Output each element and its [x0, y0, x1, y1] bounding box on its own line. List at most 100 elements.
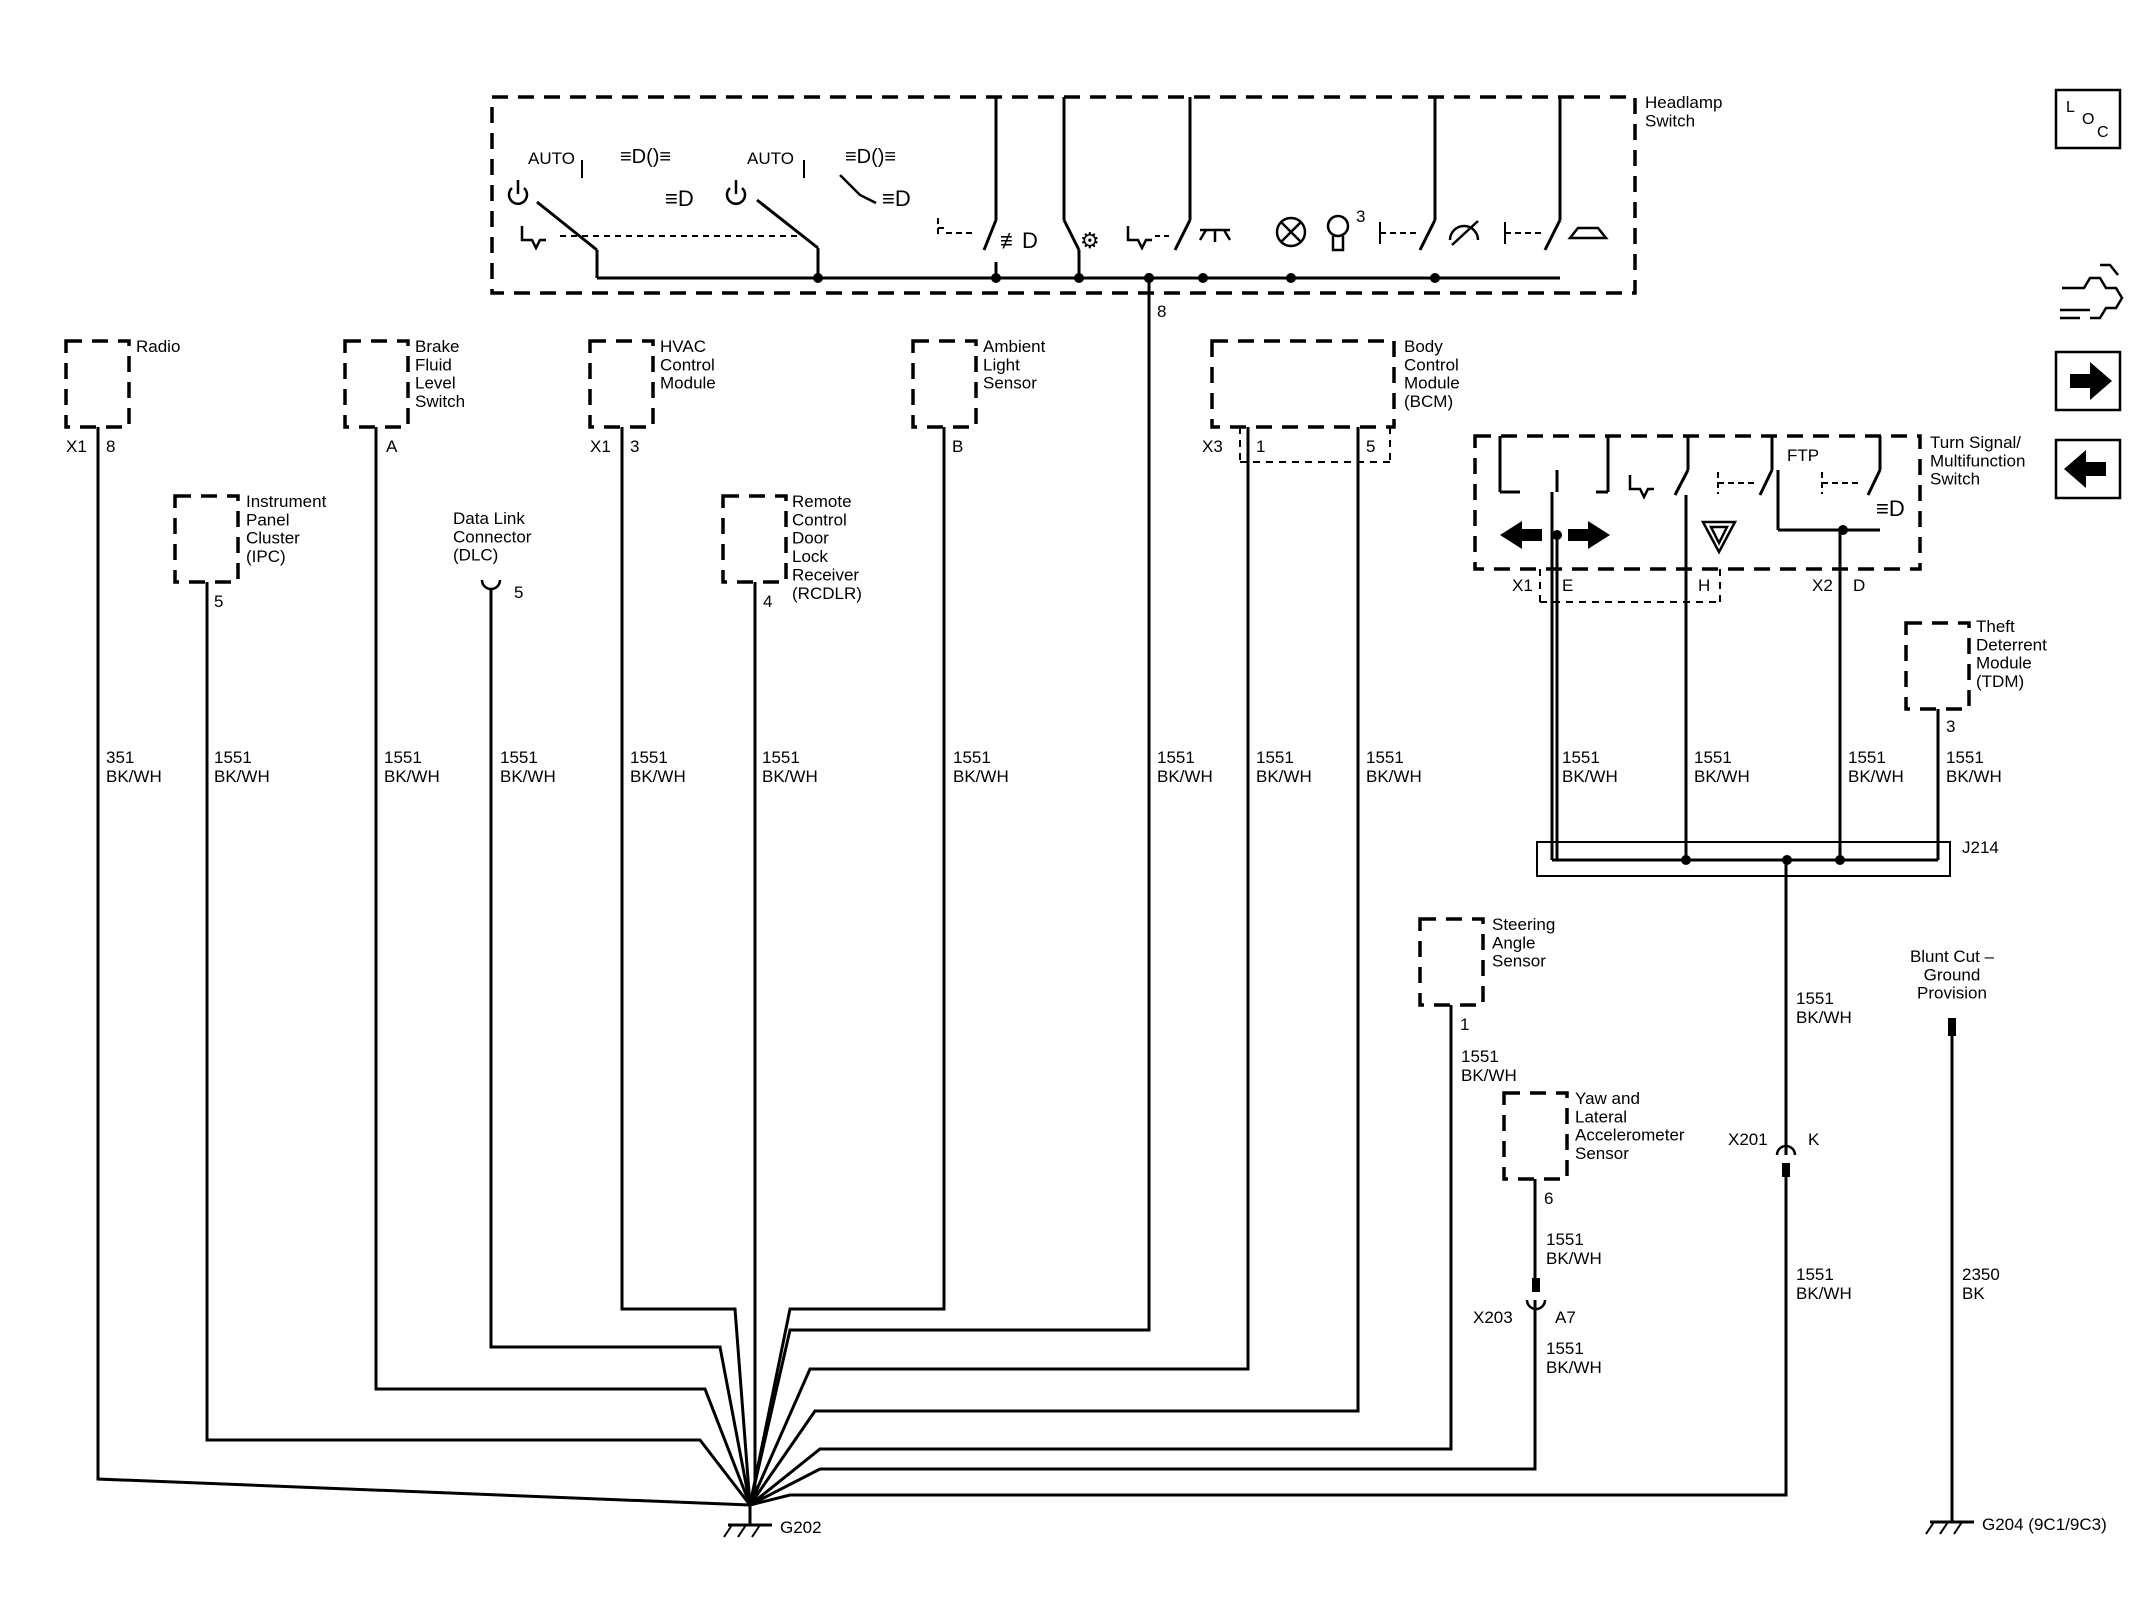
- w-j214-circuit: 1551: [1796, 989, 1834, 1008]
- wires: [96, 278, 1956, 1522]
- lamp-icon: [1275, 216, 1307, 248]
- loc-icon[interactable]: L O C: [2054, 88, 2122, 150]
- w-bcm1-color: BK/WH: [1256, 767, 1312, 786]
- dlc-pin: 5: [514, 583, 523, 602]
- j214-label: J214: [1962, 838, 1999, 857]
- x201-connector: X201 K: [1728, 1130, 1820, 1177]
- panel-dimmer-icon: ⚙: [1080, 228, 1100, 253]
- arrow-left-icon[interactable]: [2054, 438, 2122, 500]
- interior-lamp-switch: ⚙: [1062, 97, 1100, 278]
- w-ts-h-circuit: 1551: [1694, 748, 1732, 767]
- w-x201-circuit: 1551: [1796, 1265, 1834, 1284]
- w-dlc-circuit: 1551: [500, 748, 538, 767]
- w-dlc-color: BK/WH: [500, 767, 556, 786]
- wiper-switch: [1379, 97, 1480, 251]
- bulb-superscript: 3: [1356, 207, 1365, 226]
- w-bcm5-circuit: 1551: [1366, 748, 1404, 767]
- w-radio-circuit: 351: [106, 748, 134, 767]
- dimmer-icon: [520, 226, 546, 251]
- j214-splice: J214: [1536, 838, 1999, 877]
- vehicle-icon: [1567, 226, 1609, 240]
- w-sas-color: BK/WH: [1461, 1066, 1517, 1085]
- arrow-right-icon[interactable]: [2054, 350, 2122, 412]
- rcdlr-pin: 4: [763, 592, 772, 611]
- w-als-circuit: 1551: [953, 748, 991, 767]
- w-rcdlr-color: BK/WH: [762, 767, 818, 786]
- radio-label: Radio: [136, 337, 180, 356]
- loc-c: C: [2097, 124, 2109, 141]
- dimmer-switch: [1126, 97, 1192, 251]
- w-bcm5-color: BK/WH: [1366, 767, 1422, 786]
- w-tdm-circuit: 1551: [1946, 748, 1984, 767]
- w-j214-color: BK/WH: [1796, 1008, 1852, 1027]
- ts-pin-e: E: [1562, 576, 1573, 595]
- side-icons[interactable]: L O C: [2054, 88, 2124, 500]
- headlamp-icon: ≡D ≡D: [665, 186, 911, 211]
- w-yaw-circuit: 1551: [1546, 1230, 1584, 1249]
- w-tdm-color: BK/WH: [1946, 767, 2002, 786]
- ftp-label: FTP: [1787, 446, 1819, 465]
- svg-text:≡D()≡: ≡D()≡: [845, 146, 896, 168]
- loc-l: L: [2066, 99, 2075, 116]
- fog-lamp-switch: ≢D: [937, 97, 1038, 278]
- g202-ground: G202: [723, 1505, 822, 1538]
- w-headlamp-color: BK/WH: [1157, 767, 1213, 786]
- auto-label-right: AUTO: [747, 149, 794, 168]
- x203-connector: X203 A7: [1473, 1278, 1576, 1327]
- wiper-icon: [1448, 220, 1480, 246]
- radio: Radio X1 8: [64, 337, 180, 456]
- turn-left-arrow-icon: [1500, 521, 1542, 549]
- ts-connector-x1: X1: [1512, 576, 1533, 595]
- bulb-icon: 3: [1326, 207, 1365, 252]
- x203-label: X203: [1473, 1308, 1513, 1327]
- w-sas-circuit: 1551: [1461, 1047, 1499, 1066]
- hvac-pin: 3: [630, 437, 639, 456]
- w-ts-h-color: BK/WH: [1694, 767, 1750, 786]
- w-brake-color: BK/WH: [384, 767, 440, 786]
- w-rcdlr-circuit: 1551: [762, 748, 800, 767]
- trunk-switch: [1504, 97, 1609, 251]
- w-ts-e-circuit: 1551: [1562, 748, 1600, 767]
- ts-pin-d: D: [1853, 576, 1865, 595]
- g202-label: G202: [780, 1518, 822, 1537]
- connector-wrench-icon[interactable]: [2060, 263, 2124, 320]
- w-ts-d-circuit: 1551: [1848, 748, 1886, 767]
- radio-connector: X1: [66, 437, 87, 456]
- w-x203-circuit: 1551: [1546, 1339, 1584, 1358]
- ts-pin-h: H: [1698, 576, 1710, 595]
- headlamp-pin: 8: [1157, 302, 1166, 321]
- yaw-pin: 6: [1544, 1189, 1553, 1208]
- w-x201-color: BK/WH: [1796, 1284, 1852, 1303]
- w-ipc-color: BK/WH: [214, 767, 270, 786]
- turn-right-arrow-icon: [1568, 521, 1610, 549]
- w-hvac-color: BK/WH: [630, 767, 686, 786]
- bcm-pin-5: 5: [1366, 437, 1375, 456]
- fog-lamp-icon: ≢D: [1000, 228, 1038, 253]
- w-ts-e-color: BK/WH: [1562, 767, 1618, 786]
- w-brake-circuit: 1551: [384, 748, 422, 767]
- power-icon: [507, 180, 747, 205]
- svg-text:≡D: ≡D: [882, 186, 911, 211]
- loc-o: O: [2082, 111, 2094, 128]
- bcm-pin-1: 1: [1256, 437, 1265, 456]
- x201-pin: K: [1808, 1130, 1820, 1149]
- hazard-icon: [1700, 520, 1738, 555]
- w-yaw-color: BK/WH: [1546, 1249, 1602, 1268]
- ts-connector-x2: X2: [1812, 576, 1833, 595]
- auto-label-left: AUTO: [528, 149, 575, 168]
